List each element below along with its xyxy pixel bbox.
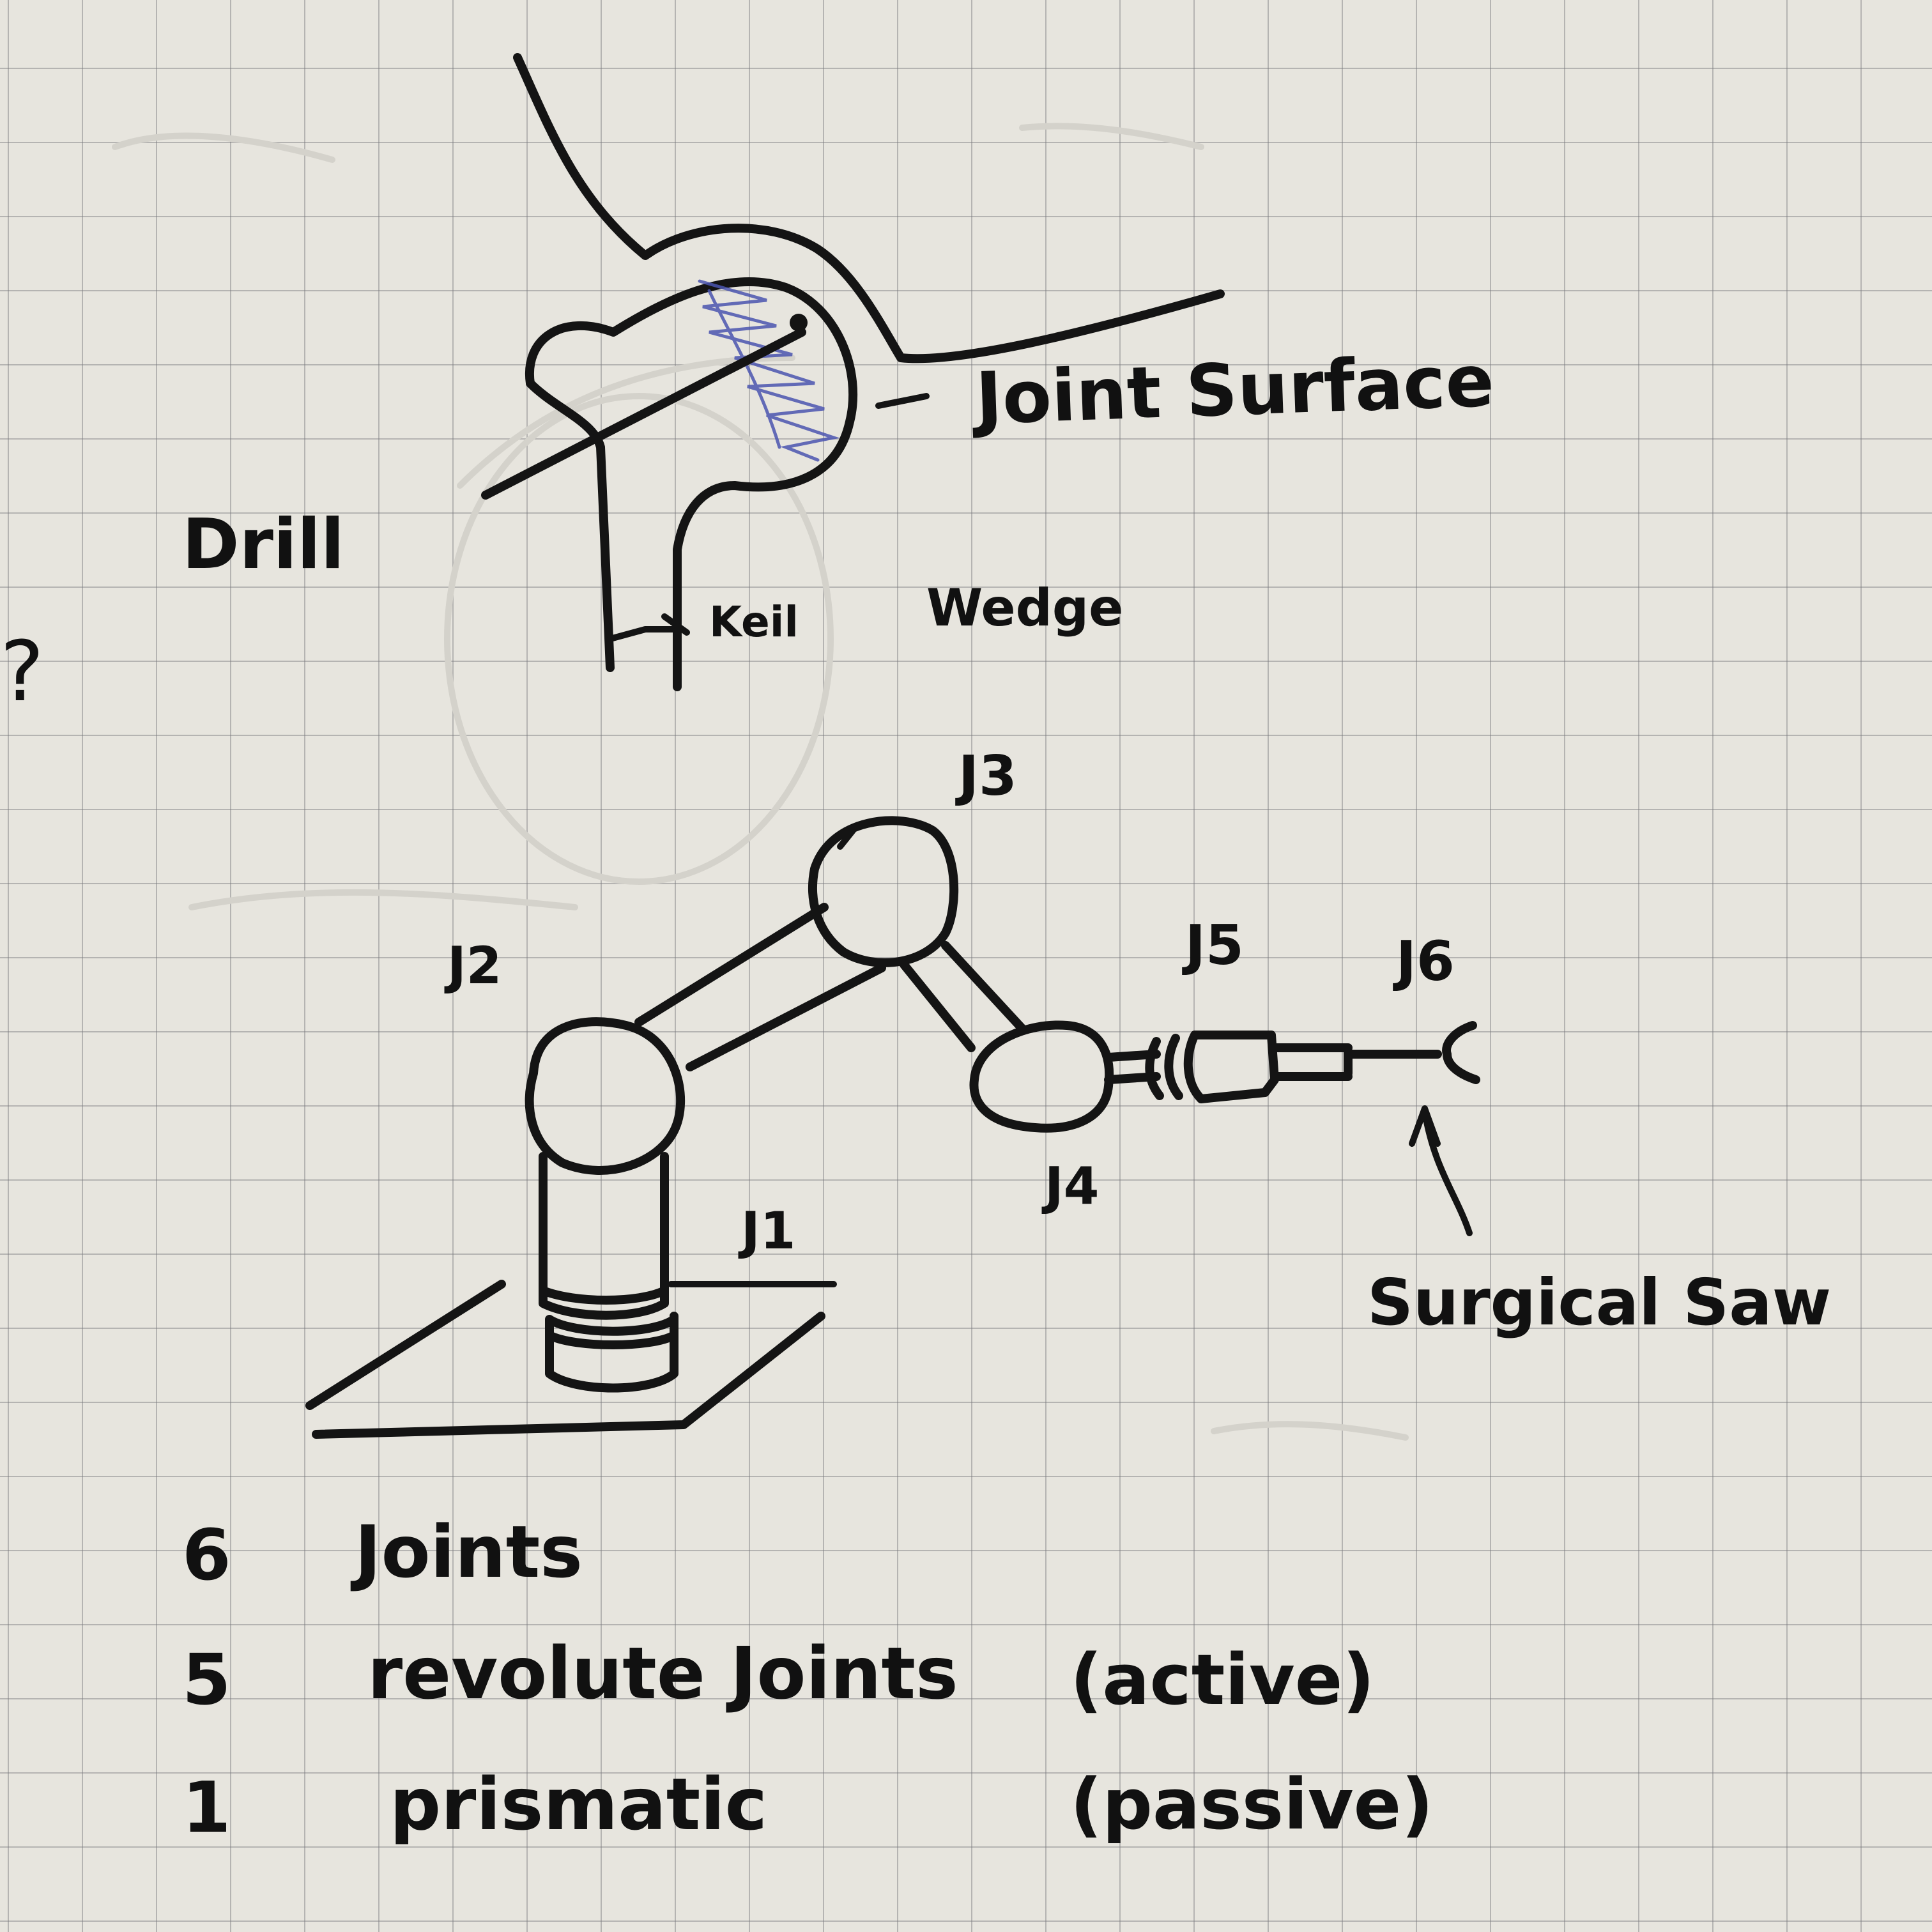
label-j3: J3: [958, 744, 1017, 808]
joint-j5-connector: [1104, 1034, 1183, 1100]
j3-tick: [837, 827, 856, 850]
drill-axis-line: [481, 328, 806, 500]
label-j6: J6: [1396, 930, 1455, 993]
note-count-3: 1: [182, 1767, 231, 1848]
joint-j2-sphere: [525, 1017, 686, 1175]
note-text-2: revolute Joints: [367, 1632, 958, 1715]
forearm-link: [900, 941, 1027, 1052]
label-j4: J4: [1045, 1156, 1100, 1216]
upper-arm-link: [634, 903, 886, 1071]
label-surgical-saw: Surgical Saw: [1367, 1265, 1832, 1340]
drill-entry-point: [790, 314, 808, 332]
label-keil: Keil: [709, 597, 799, 647]
note-text-3: prismatic: [390, 1763, 768, 1846]
prismatic-shaft: [1270, 1043, 1442, 1081]
femur-sketch: [513, 53, 1225, 691]
joint-j3-sphere: [808, 816, 959, 967]
label-j2: J2: [447, 936, 502, 995]
joint-j4-sphere: [969, 1020, 1114, 1133]
wedge-mark: [607, 613, 690, 642]
label-question-mark: ?: [0, 623, 44, 720]
label-drill: Drill: [182, 505, 344, 585]
note-count-1: 6: [182, 1514, 231, 1596]
joint-surface-leader: [875, 393, 930, 409]
femur-head-outline: [525, 277, 858, 691]
robot-arm-sketch: [305, 816, 1480, 1439]
note-mode-3: (passive): [1070, 1763, 1434, 1845]
label-wedge: Wedge: [926, 578, 1124, 638]
base-pedestal: [545, 1312, 678, 1393]
note-text-1: Joints: [355, 1511, 583, 1594]
label-j5: J5: [1185, 914, 1244, 977]
note-count-2: 5: [182, 1639, 231, 1721]
saw-pointer-arrow: [1409, 1105, 1473, 1236]
note-mode-2: (active): [1070, 1639, 1375, 1721]
base-platform: [305, 1280, 825, 1439]
joint-j6-saw-blade: [1442, 1021, 1480, 1084]
label-j1: J1: [741, 1201, 796, 1261]
femur-neck-outline: [526, 379, 615, 672]
pelvis-outline: [513, 53, 1225, 364]
base-column: [539, 1152, 669, 1320]
saw-housing: [1183, 1031, 1279, 1103]
